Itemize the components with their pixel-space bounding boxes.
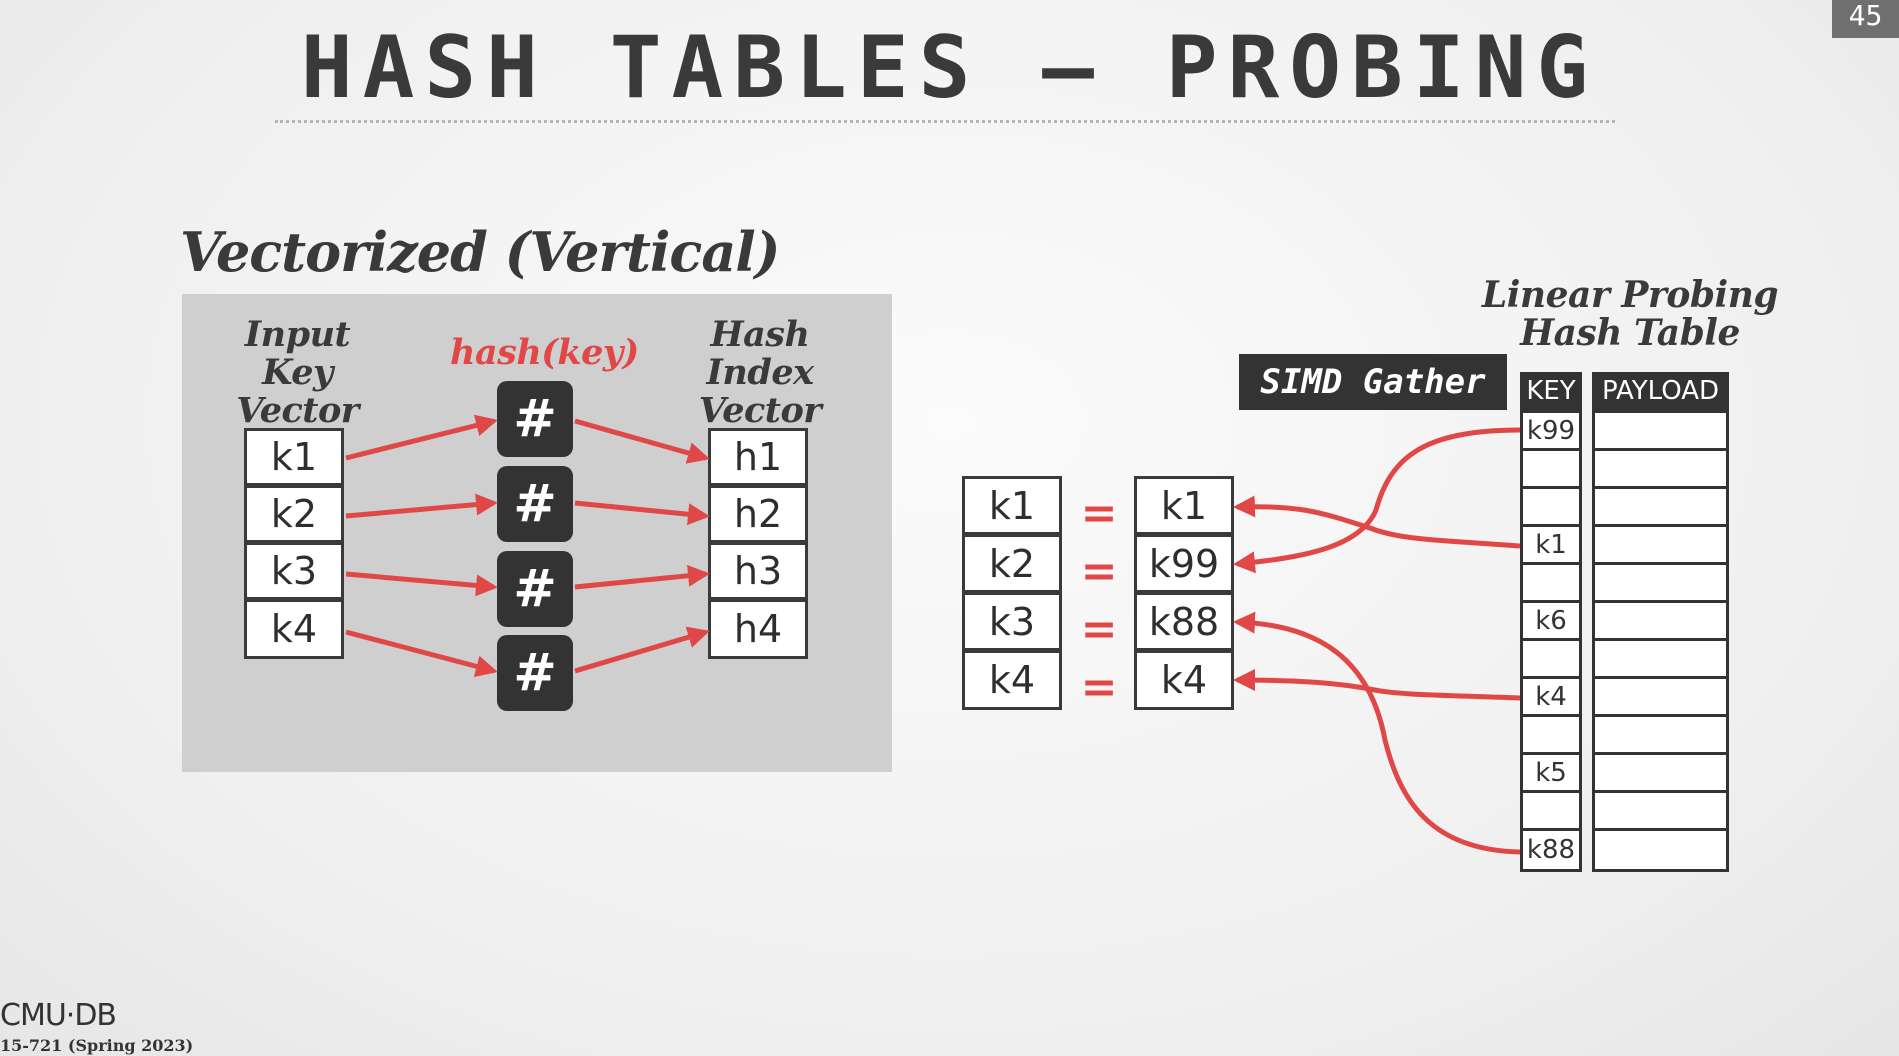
probe-key-cell: k1 [962,476,1062,535]
equals-sign: = [1080,546,1118,597]
table-key-cell: k5 [1520,752,1582,793]
title-divider [275,120,1615,123]
table-payload-cell [1592,486,1729,527]
table-key-cell: k1 [1520,524,1582,565]
input-key-cell: k1 [244,428,344,486]
arrow-k2-to-hash [345,493,498,519]
probe-key-cell: k2 [962,534,1062,593]
simd-gather-badge: SIMD Gather [1239,354,1507,410]
table-payload-cell [1592,714,1729,755]
arrow-hash-to-h3 [574,564,710,590]
course-label: 15-721 (Spring 2023) [0,1036,194,1055]
hash-function-label: hash(key) [450,332,639,373]
slide-title: HASH TABLES – PROBING [300,18,1599,118]
linear-probing-table-label: Linear Probing Hash Table [1470,276,1790,352]
table-header-key: KEY [1520,372,1582,410]
hash-function-icon: # [497,381,573,457]
hash-function-icon: # [497,466,573,542]
slide-number: 45 [1832,0,1899,38]
arrow-hash-to-h1 [574,418,710,464]
table-key-cell [1520,638,1582,679]
gathered-key-cell: k4 [1134,650,1234,710]
gathered-key-cell: k88 [1134,592,1234,651]
hash-function-icon: # [497,551,573,627]
table-payload-cell [1592,410,1729,451]
table-payload-cell [1592,676,1729,717]
input-key-cell: k2 [244,485,344,543]
equals-sign: = [1080,488,1118,539]
input-key-vector-label: Input Key Vector [205,316,390,430]
table-header-payload: PAYLOAD [1592,372,1729,410]
table-payload-cell [1592,828,1729,872]
section-heading: Vectorized (Vertical) [180,220,780,284]
equals-sign: = [1080,604,1118,655]
arrow-hash-to-h4 [574,626,710,674]
arrow-hash-to-h2 [574,500,710,526]
hash-index-vector-label: Hash Index Vector [660,316,860,430]
hash-index-vector-label-text: Hash Index Vector [698,314,822,431]
gather-arrow-k1 [1233,495,1521,549]
arrow-k3-to-hash [345,571,498,597]
linear-probing-table-label-text: Linear Probing Hash Table [1481,274,1779,354]
arrow-k1-to-hash [345,414,498,461]
hash-index-cell: h1 [708,428,808,486]
input-key-cell: k4 [244,599,344,659]
table-key-cell: k4 [1520,676,1582,717]
gather-arrow-k99 [1233,427,1521,574]
table-key-cell: k88 [1520,828,1582,872]
gather-arrow-k4 [1233,669,1521,701]
input-key-cell: k3 [244,542,344,600]
table-key-cell [1520,448,1582,489]
cmu-db-logo: CMU·DB [0,998,117,1033]
hash-index-cell: h4 [708,599,808,659]
table-payload-cell [1592,790,1729,831]
equals-sign: = [1080,662,1118,713]
hash-function-icon: # [497,635,573,711]
probe-key-cell: k3 [962,592,1062,651]
gathered-key-cell: k99 [1134,534,1234,593]
probe-key-cell: k4 [962,650,1062,710]
hash-index-cell: h2 [708,485,808,543]
gather-arrow-k88 [1233,611,1521,855]
input-key-vector-label-text: Input Key Vector [236,314,359,431]
arrow-k4-to-hash [345,629,498,678]
gathered-key-cell: k1 [1134,476,1234,535]
